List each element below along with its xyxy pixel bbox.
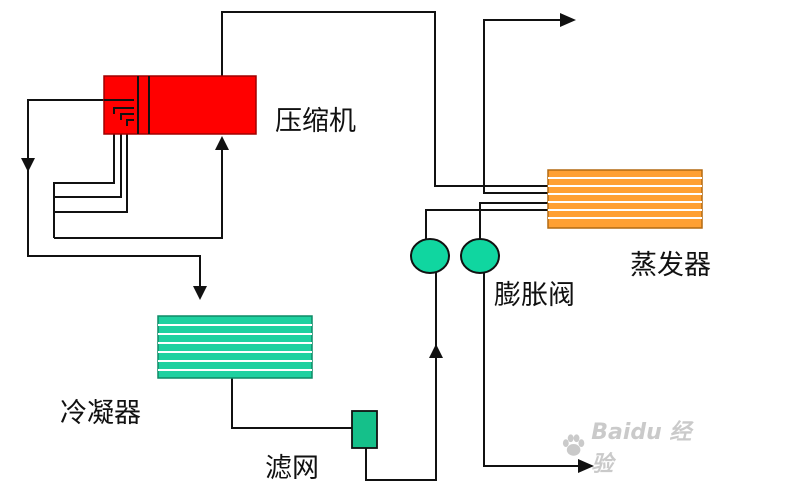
expansion-valve-right [460,238,500,274]
evaporator [547,169,703,229]
expansion-valve [410,238,500,274]
condenser [157,315,313,379]
arrow-head-icon [193,286,207,300]
pipe-valve-right-to-evaporator [479,202,548,240]
pipe-internal-2 [54,120,122,198]
pipe-compressor-to-condenser [27,99,201,290]
pipe-valve-left-to-evaporator [425,209,548,240]
pipe-filter-to-valve [365,258,437,481]
evaporator-label: 蒸发器 [630,250,711,281]
expansion-valve-left [410,238,450,274]
arrow-head-icon [21,158,35,172]
paw-logo-icon [562,434,585,456]
pipe-evaporator-outlet-top [483,19,560,194]
pipe-return-to-compressor [54,140,223,239]
condenser-label: 冷凝器 [60,398,141,429]
pipe-valve-to-bottom-outlet [483,270,578,467]
pipe-lines [27,11,578,481]
filter-label: 滤网 [265,453,319,484]
pipe-condenser-to-filter [231,377,352,429]
watermark: Baidu 经验 [560,420,710,477]
arrow-heads [21,13,594,473]
arrow-head-icon [429,344,443,358]
arrow-head-icon [560,13,576,27]
compressor-label: 压缩机 [275,106,356,137]
watermark-text: Baidu 经验 [591,420,692,477]
arrow-head-icon [215,136,229,150]
filter [351,410,378,449]
pipe-internal-1 [53,114,115,238]
arrow-head-icon [578,459,594,473]
compressor [103,75,257,135]
pipe-internal-3 [54,126,128,213]
expansion-valve-label: 膨胀阀 [494,280,575,311]
pipe-compressor-to-evaporator [221,11,548,187]
